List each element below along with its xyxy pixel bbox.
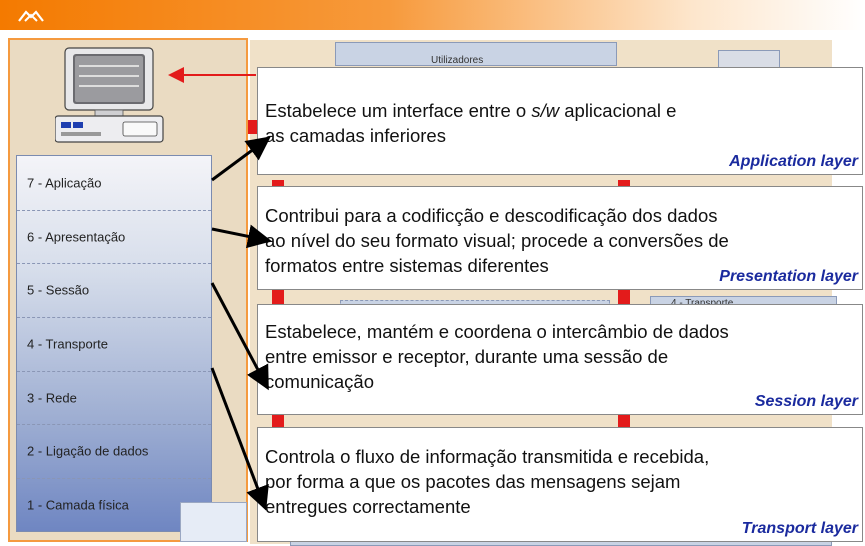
callout-description: Estabelece um interface entre o s/w apli…	[265, 100, 677, 146]
layer-presentation: 6 - Apresentação	[17, 210, 211, 264]
layer-label: 2 - Ligação de dados	[27, 443, 149, 459]
layer-session: 5 - Sessão	[17, 263, 211, 318]
header-bar	[0, 0, 865, 30]
users-box: Utilizadores	[335, 42, 617, 66]
callout-description: Contribui para a codificção e descodific…	[265, 205, 729, 276]
callout-transport: Controla o fluxo de informação transmiti…	[257, 427, 863, 542]
logo-icon	[18, 10, 44, 22]
layer-transport: 4 - Transporte	[17, 317, 211, 372]
callout-presentation: Contribui para a codificção e descodific…	[257, 186, 863, 290]
callout-layer-name: Transport layer	[741, 520, 858, 537]
callout-description: Controla o fluxo de informação transmiti…	[265, 446, 710, 517]
users-label: Utilizadores	[431, 55, 484, 66]
layer-physical: 1 - Camada física	[17, 478, 211, 531]
layer-application: 7 - Aplicação	[17, 156, 211, 211]
layer-label: 6 - Apresentação	[27, 229, 126, 244]
layer-label: 3 - Rede	[27, 390, 77, 405]
layer-network: 3 - Rede	[17, 371, 211, 425]
callout-layer-name: Session layer	[754, 393, 858, 410]
callout-application: Estabelece um interface entre o s/w apli…	[257, 67, 863, 175]
layer-data-link: 2 - Ligação de dados	[17, 424, 211, 479]
layer-label: 1 - Camada física	[27, 497, 129, 512]
osi-layer-stack: 7 - Aplicação 6 - Apresentação 5 - Sessã…	[16, 155, 212, 532]
callout-layer-name: Application layer	[729, 153, 858, 170]
layer-label: 4 - Transporte	[27, 336, 108, 352]
callout-description: Estabelece, mantém e coordena o intercâm…	[265, 321, 729, 392]
layer-label: 7 - Aplicação	[27, 175, 102, 191]
callout-layer-name: Presentation layer	[719, 268, 858, 285]
callout-session: Estabelece, mantém e coordena o intercâm…	[257, 304, 863, 415]
background-transport-label: 4 - Transporte	[671, 298, 733, 309]
legend-box	[180, 502, 247, 542]
computer-icon	[55, 47, 164, 143]
layer-label: 5 - Sessão	[27, 282, 90, 298]
